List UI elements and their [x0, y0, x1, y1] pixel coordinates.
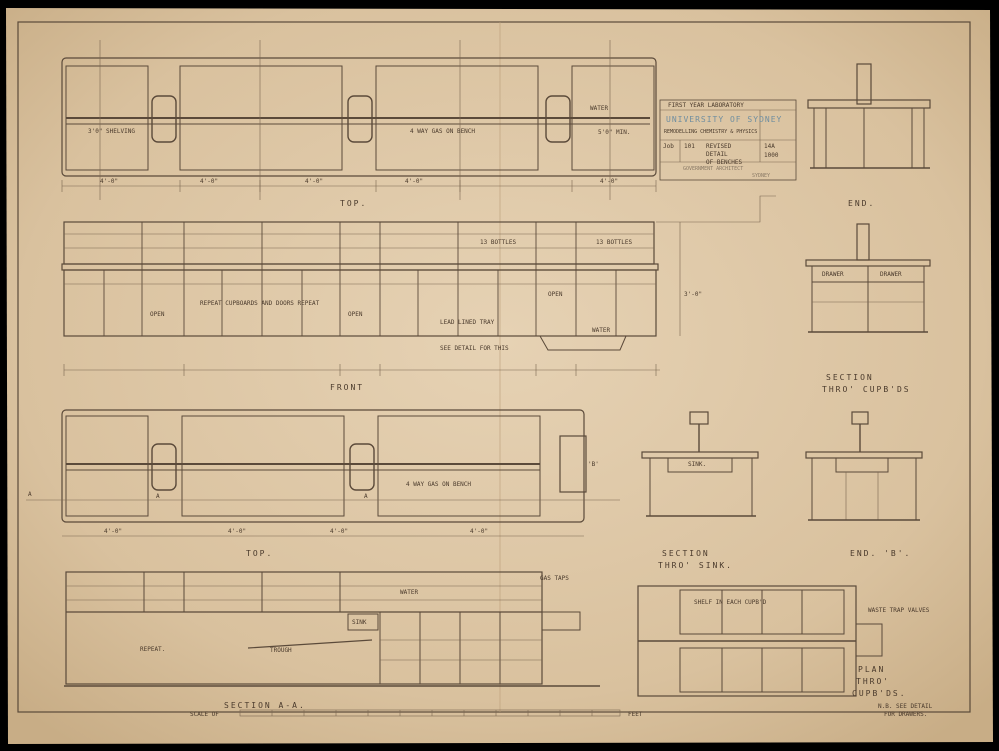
dim-9: 4'-0": [470, 528, 488, 535]
dim-3: 4'-0": [305, 178, 323, 185]
section-aa: GAS TAPS WATER SINK REPEAT. TROUGH SECTI…: [64, 571, 643, 718]
dim-7: 4'-0": [228, 528, 246, 535]
front-elevation: 3'-0" 13 BOTTLES 13 BOTTLES REPEAT CUPBO…: [61, 195, 776, 392]
sink-5: [349, 443, 375, 491]
sink-1: [151, 95, 177, 143]
note-see-detail: SEE DETAIL FOR THIS: [440, 345, 509, 352]
note-open-1: OPEN: [150, 311, 165, 318]
note-repeat-front: REPEAT CUPBOARDS AND DOORS REPEAT: [200, 300, 320, 307]
label-end-b: END. 'B'.: [850, 549, 911, 558]
note-gas-taps: GAS TAPS: [540, 575, 569, 582]
note-drawer-1: DRAWER: [822, 271, 844, 278]
note-bottles-2: 13 BOTTLES: [596, 239, 633, 246]
title-line3: REMODELLING CHEMISTRY & PHYSICS: [664, 129, 757, 135]
mark-b: 'B': [588, 461, 599, 468]
dim-8: 4'-0": [330, 528, 348, 535]
note-gas-1: 4 WAY GAS ON BENCH: [410, 128, 475, 135]
title-job-no: 101: [684, 143, 695, 150]
note-lead-tray: LEAD LINED TRAY: [440, 319, 495, 326]
label-plan-2: THRO': [856, 677, 890, 686]
note-for-drawers: FOR DRAWERS.: [884, 711, 927, 718]
label-section-sink-2: THRO' SINK.: [658, 561, 733, 570]
sink-3: [545, 95, 571, 143]
note-shelf-each: SHELF IN EACH CUPB'D: [694, 599, 767, 606]
title-job-label: Job: [663, 143, 674, 150]
note-trough: TROUGH: [270, 647, 292, 654]
note-drawer-2: DRAWER: [880, 271, 902, 278]
label-section-cupd-2: THRO' CUPB'DS: [822, 385, 911, 394]
label-plan: PLAN: [858, 665, 885, 674]
label-top-1: TOP.: [340, 199, 367, 208]
label-plan-3: CUPB'DS.: [852, 689, 907, 698]
note-water-2: WATER: [592, 327, 610, 334]
mark-a-1: A: [156, 493, 160, 500]
note-water-3: WATER: [400, 589, 418, 596]
title-detail: DETAIL: [706, 151, 728, 158]
note-bottles-1: 13 BOTTLES: [480, 239, 517, 246]
mark-a-2: A: [364, 493, 368, 500]
paper-background: [6, 8, 993, 744]
note-shelving: 3'0" SHELVING: [88, 128, 135, 135]
label-front: FRONT: [330, 383, 364, 392]
note-gas-2: 4 WAY GAS ON BENCH: [406, 481, 471, 488]
dim-4: 4'-0": [405, 178, 423, 185]
top-view-1: 3'0" SHELVING 4 WAY GAS ON BENCH WATER 5…: [61, 40, 657, 208]
note-sink-s: SINK.: [688, 461, 706, 468]
title-city: SYDNEY: [752, 173, 770, 179]
label-end-1: END.: [848, 199, 875, 208]
label-top-2: TOP.: [246, 549, 273, 558]
title-of-benches: OF BENCHES: [706, 159, 743, 166]
title-sheet-no: 14A: [764, 143, 775, 150]
title-revised: REVISED: [706, 143, 732, 150]
end-view-1: END.: [807, 63, 931, 208]
end-view-b: END. 'B'.: [805, 411, 923, 558]
sink-2: [347, 95, 373, 143]
note-water-1: WATER: [590, 105, 608, 112]
note-sink-aa: SINK: [352, 619, 367, 626]
dim-2: 4'-0": [200, 178, 218, 185]
label-section-cupd: SECTION: [826, 373, 874, 382]
section-thro-sink: SINK. SECTION THRO' SINK.: [641, 411, 759, 570]
label-section-aa: SECTION A-A.: [224, 701, 306, 710]
title-line1: FIRST YEAR LABORATORY: [668, 102, 744, 109]
title-architect: GOVERNMENT ARCHITECT: [683, 166, 743, 172]
dim-5: 4'-0": [600, 178, 618, 185]
title-university: UNIVERSITY OF SYDNEY: [666, 115, 782, 124]
section-thro-cupboards: DRAWER DRAWER SECTION THRO' CUPB'DS: [805, 223, 931, 394]
note-open-3: OPEN: [548, 291, 563, 298]
scale-feet: FEET: [628, 711, 643, 718]
plan-thro-cupboards: SHELF IN EACH CUPB'D WASTE TRAP VALVES P…: [637, 585, 933, 718]
dim-1: 4'-0": [100, 178, 118, 185]
dim-height: 3'-0": [684, 291, 702, 298]
note-see-detail-drawers: N.B. SEE DETAIL: [878, 703, 933, 710]
dim-6: 4'-0": [104, 528, 122, 535]
label-section-sink: SECTION: [662, 549, 710, 558]
title-scale-no: 1000: [764, 152, 779, 159]
title-block: FIRST YEAR LABORATORY UNIVERSITY OF SYDN…: [659, 99, 797, 181]
note-repeat-aa: REPEAT.: [140, 646, 165, 653]
note-open-2: OPEN: [348, 311, 363, 318]
note-5ft-min: 5'0" MIN.: [598, 129, 631, 136]
top-view-2: A A A 'B' 4 WAY GAS ON BENCH 4'-0" 4'-0"…: [26, 409, 620, 558]
scale-label: SCALE OF: [190, 711, 219, 718]
mark-a-left: A: [28, 491, 32, 498]
note-waste: WASTE TRAP VALVES: [868, 607, 930, 614]
sink-4: [151, 443, 177, 491]
border-frame: [17, 21, 971, 713]
